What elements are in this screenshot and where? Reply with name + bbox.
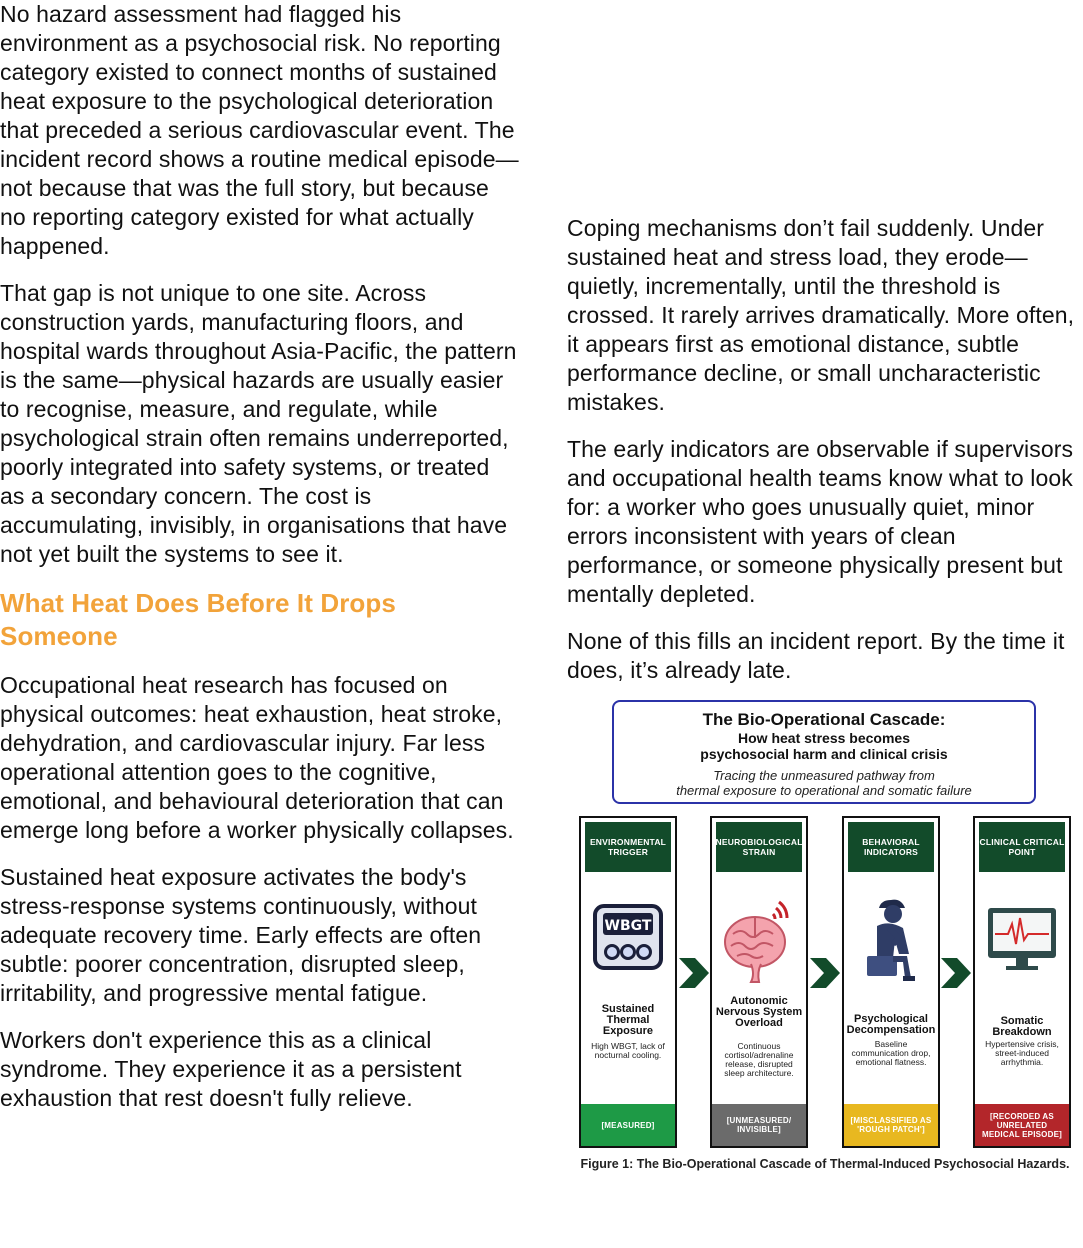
panel-behavioral-indicators: BEHAVIORAL INDICATORS Psychological Deco… (842, 816, 940, 1148)
panel-desc: Hypertensive crisis, street-induced arrh… (985, 1039, 1059, 1067)
paragraph: Sustained heat exposure activates the bo… (0, 864, 482, 1006)
paragraph: Occupational heat research has focused o… (0, 672, 514, 843)
paragraph: No hazard assessment had flagged his env… (0, 1, 519, 259)
panel-title: Sustained Thermal Exposure (601, 1003, 655, 1037)
figure-header: The Bio-Operational Cascade: How heat st… (612, 700, 1036, 804)
panel-foot: [MISCLASSIFIED AS 'ROUGH PATCH'] (844, 1104, 938, 1146)
chevron-right-icon (810, 958, 840, 988)
wbgt-label: WBGT (605, 918, 652, 934)
panel-title: Psychological Decompensation (846, 1013, 936, 1036)
paragraph: Coping mechanisms don’t fail suddenly. U… (567, 215, 1075, 415)
section-heading: What Heat Does Before It Drops Someone (0, 588, 396, 651)
paragraph: The early indicators are observable if s… (567, 436, 1074, 607)
panel-environmental-trigger: ENVIRONMENTAL TRIGGER WBGT Sustained The… (579, 816, 677, 1148)
figure-note-1: Tracing the unmeasured pathway from (713, 768, 935, 783)
right-column: Coping mechanisms don’t fail suddenly. U… (567, 214, 1083, 703)
brain-icon (724, 900, 789, 983)
chevron-right-icon (941, 958, 971, 988)
panel-head: NEUROBIOLOGICAL STRAIN (716, 822, 802, 872)
panel-clinical-critical-point: CLINICAL CRITICAL POINT Somatic Breakdow… (973, 816, 1071, 1148)
figure-title: The Bio-Operational Cascade: (702, 710, 946, 729)
wbgt-meter-icon: WBGT (593, 904, 663, 970)
seated-worker-icon (867, 899, 915, 981)
chevron-right-icon (679, 958, 709, 988)
figure-caption: Figure 1: The Bio-Operational Cascade of… (580, 1157, 1070, 1171)
figure-note-2: thermal exposure to operational and soma… (676, 783, 972, 798)
panel-head: CLINICAL CRITICAL POINT (979, 822, 1065, 872)
figure-subtitle-1: How heat stress becomes (738, 730, 910, 746)
paragraph: Workers don't experience this as a clini… (0, 1027, 462, 1111)
panel-desc: Baseline communication drop, emotional f… (851, 1039, 931, 1067)
panel-head: ENVIRONMENTAL TRIGGER (585, 822, 671, 872)
panel-neurobiological-strain: NEUROBIOLOGICAL STRAIN Autonomic Nervous… (710, 816, 808, 1148)
paragraph: None of this fills an incident report. B… (567, 628, 1065, 683)
panel-desc: Continuous cortisol/adrenaline release, … (724, 1041, 794, 1078)
panel-head: BEHAVIORAL INDICATORS (848, 822, 934, 872)
panel-title: Autonomic Nervous System Overload (715, 995, 803, 1029)
panel-desc: High WBGT, lack of nocturnal cooling. (591, 1041, 665, 1060)
figure-subtitle-2: psychosocial harm and clinical crisis (700, 746, 948, 762)
panel-title: Somatic Breakdown (992, 1015, 1052, 1038)
heart-monitor-icon (988, 908, 1056, 970)
left-column: No hazard assessment had flagged his env… (0, 0, 520, 1131)
panel-foot: [MEASURED] (581, 1104, 675, 1146)
cascade-figure: The Bio-Operational Cascade: How heat st… (577, 698, 1073, 1198)
panel-foot: [UNMEASURED/ INVISIBLE] (712, 1104, 806, 1146)
panel-foot: [RECORDED AS UNRELATED MEDICAL EPISODE] (975, 1104, 1069, 1146)
paragraph: That gap is not unique to one site. Acro… (0, 280, 517, 567)
